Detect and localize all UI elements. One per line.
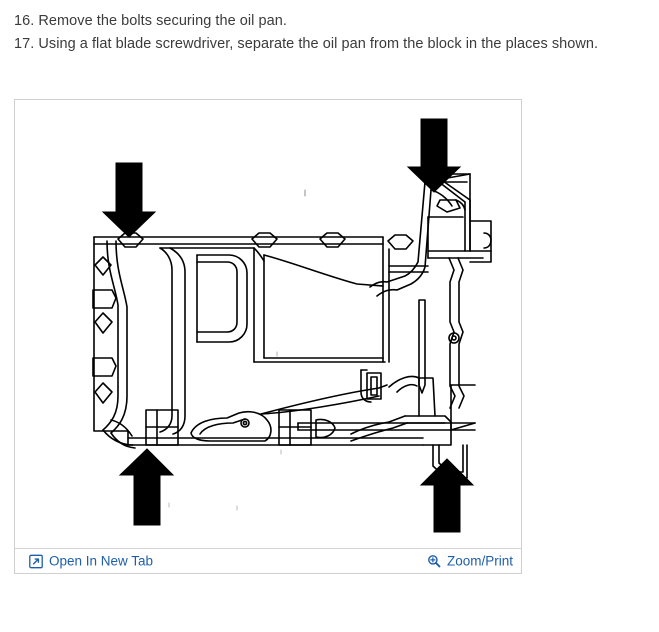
arrow-bottom-left-icon — [118, 448, 175, 526]
external-link-icon — [29, 554, 43, 568]
zoom-print-button[interactable]: Zoom/Print — [427, 554, 513, 569]
open-in-new-tab-label: Open In New Tab — [49, 553, 154, 569]
instruction-steps: 16. Remove the bolts securing the oil pa… — [14, 10, 654, 56]
instruction-step-17: 17. Using a flat blade screwdriver, sepa… — [14, 36, 599, 52]
zoom-print-label: Zoom/Print — [446, 553, 513, 569]
arrow-top-left-icon — [101, 162, 157, 238]
open-in-new-tab-button[interactable]: Open In New Tab — [29, 554, 153, 569]
arrow-top-right-icon — [406, 118, 462, 193]
instruction-step-16: 16. Remove the bolts securing the oil pa… — [14, 13, 287, 29]
arrow-bottom-right-icon — [419, 458, 475, 533]
technical-diagram — [15, 100, 521, 548]
magnifier-plus-icon — [427, 554, 441, 568]
oil-pan-line-drawing — [15, 100, 521, 548]
figure-card: Open In New Tab Zoom/Print — [14, 99, 522, 574]
figure-toolbar: Open In New Tab Zoom/Print — [15, 548, 521, 573]
